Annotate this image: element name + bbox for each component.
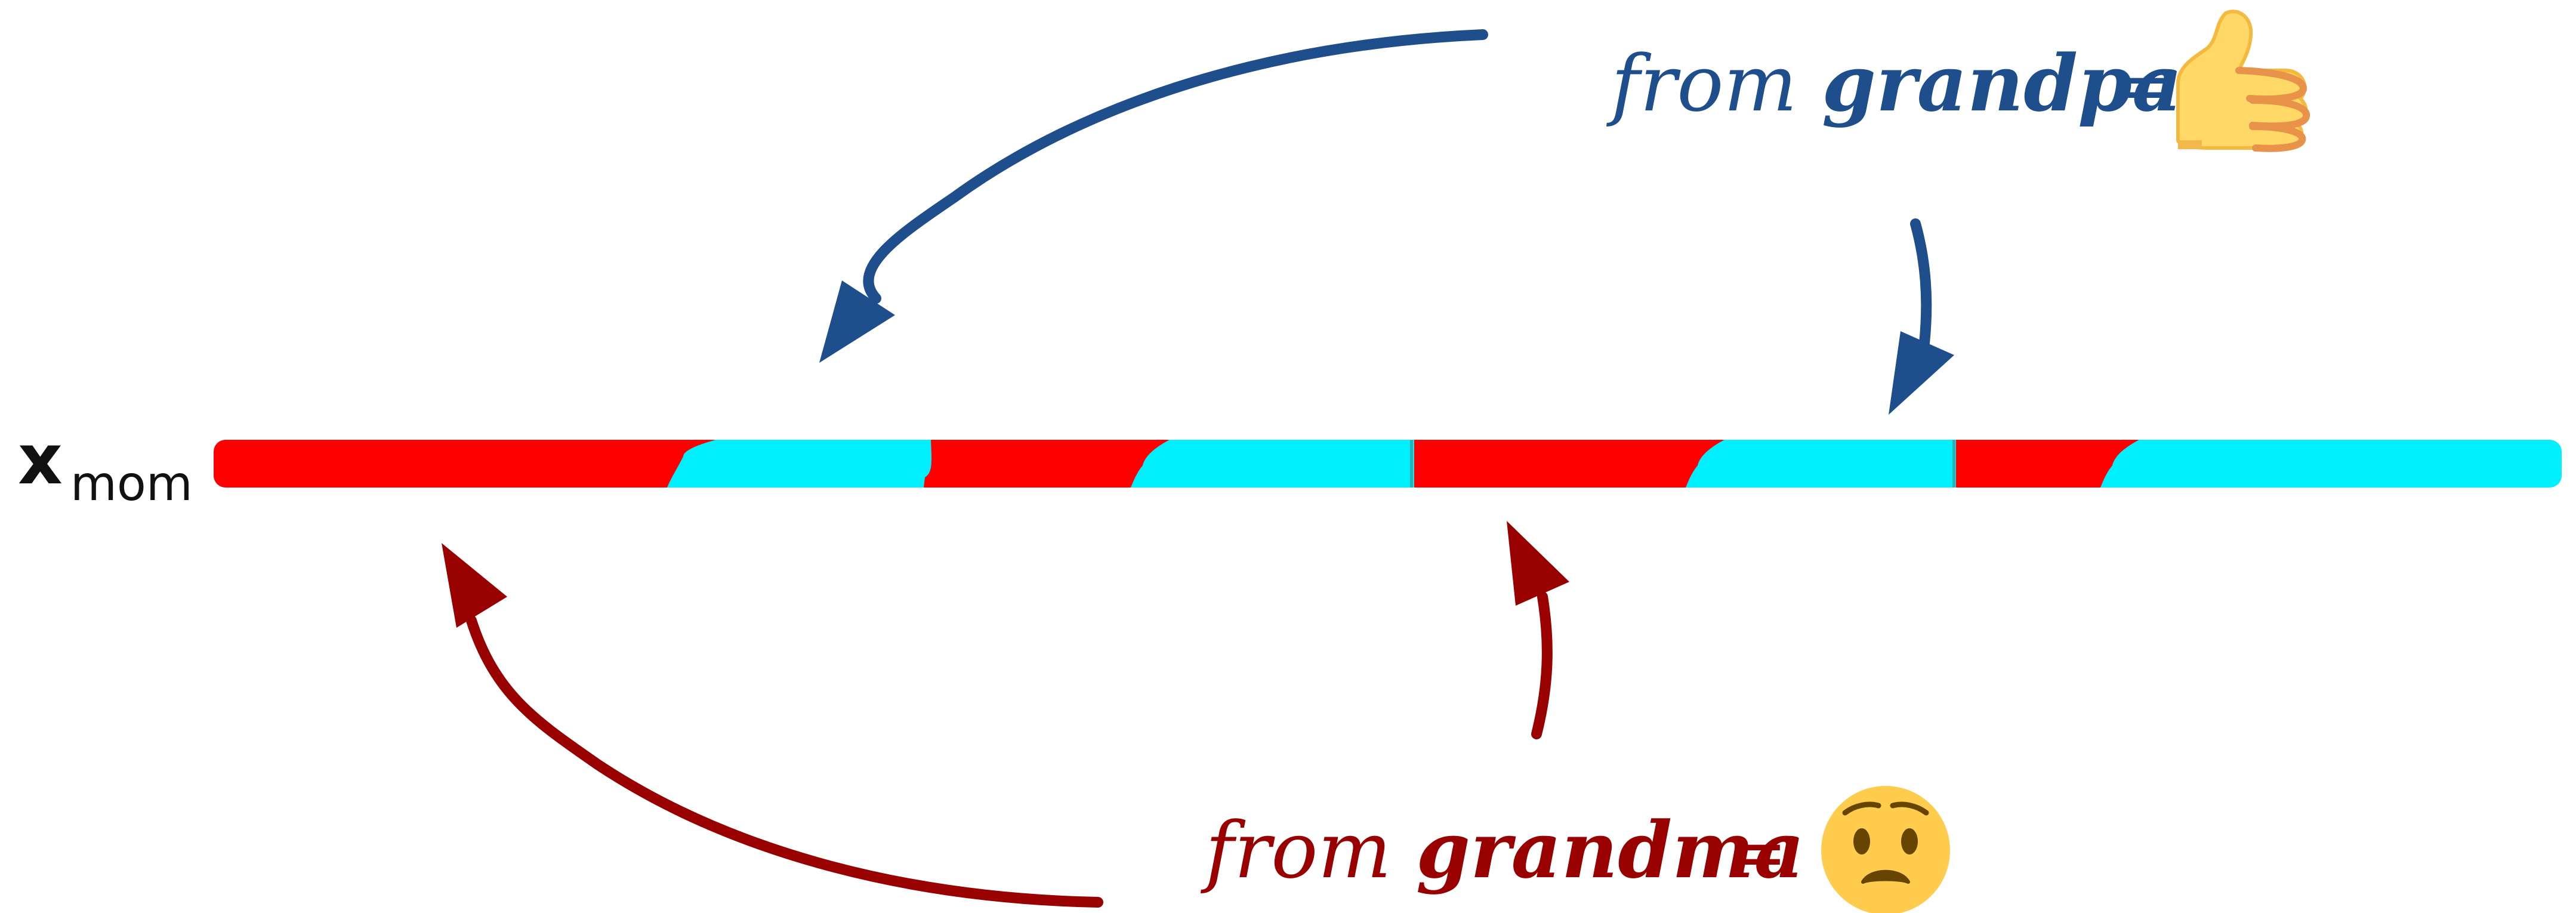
grandma-arrowhead-left [442,543,507,628]
segment-divider [1952,440,1955,488]
grandma-segment-4 [1956,440,2139,488]
variable-symbol: x [18,420,63,500]
grandpa-arrow-left [863,29,1488,304]
grandpa-arrows [819,29,1954,415]
grandma-name: grandma [1416,804,1804,896]
grandpa-name: grandpa [1822,38,2182,129]
grandma-arrowhead-right [1507,521,1569,606]
grandpa-arrowhead-right [1889,331,1954,415]
grandma-arrows [442,521,1569,908]
grandpa-arrowhead-left [819,280,895,363]
variable-subscript: mom [70,456,193,511]
thumbs-up-icon [2176,10,2310,152]
segment-divider [1410,440,1413,488]
worried-face-icon [1821,786,1950,913]
grandma-segment-3 [1414,440,1724,488]
grandpa-prefix: from [1606,38,1822,129]
grandma-label: from grandma [1201,804,1804,896]
grandma-equals: = [1727,812,1788,895]
grandma-segment-2 [924,440,1170,488]
grandpa-arrow-right [1910,218,1932,348]
grandma-prefix: from [1201,805,1416,896]
grandma-arrow-right [1531,591,1553,739]
grandpa-equals: = [2115,45,2176,128]
chromosome-bar [214,440,2562,488]
grandma-segment-1 [214,440,716,488]
grandpa-label: from grandpa [1606,38,2182,129]
grandma-arrow-left [466,615,1103,908]
